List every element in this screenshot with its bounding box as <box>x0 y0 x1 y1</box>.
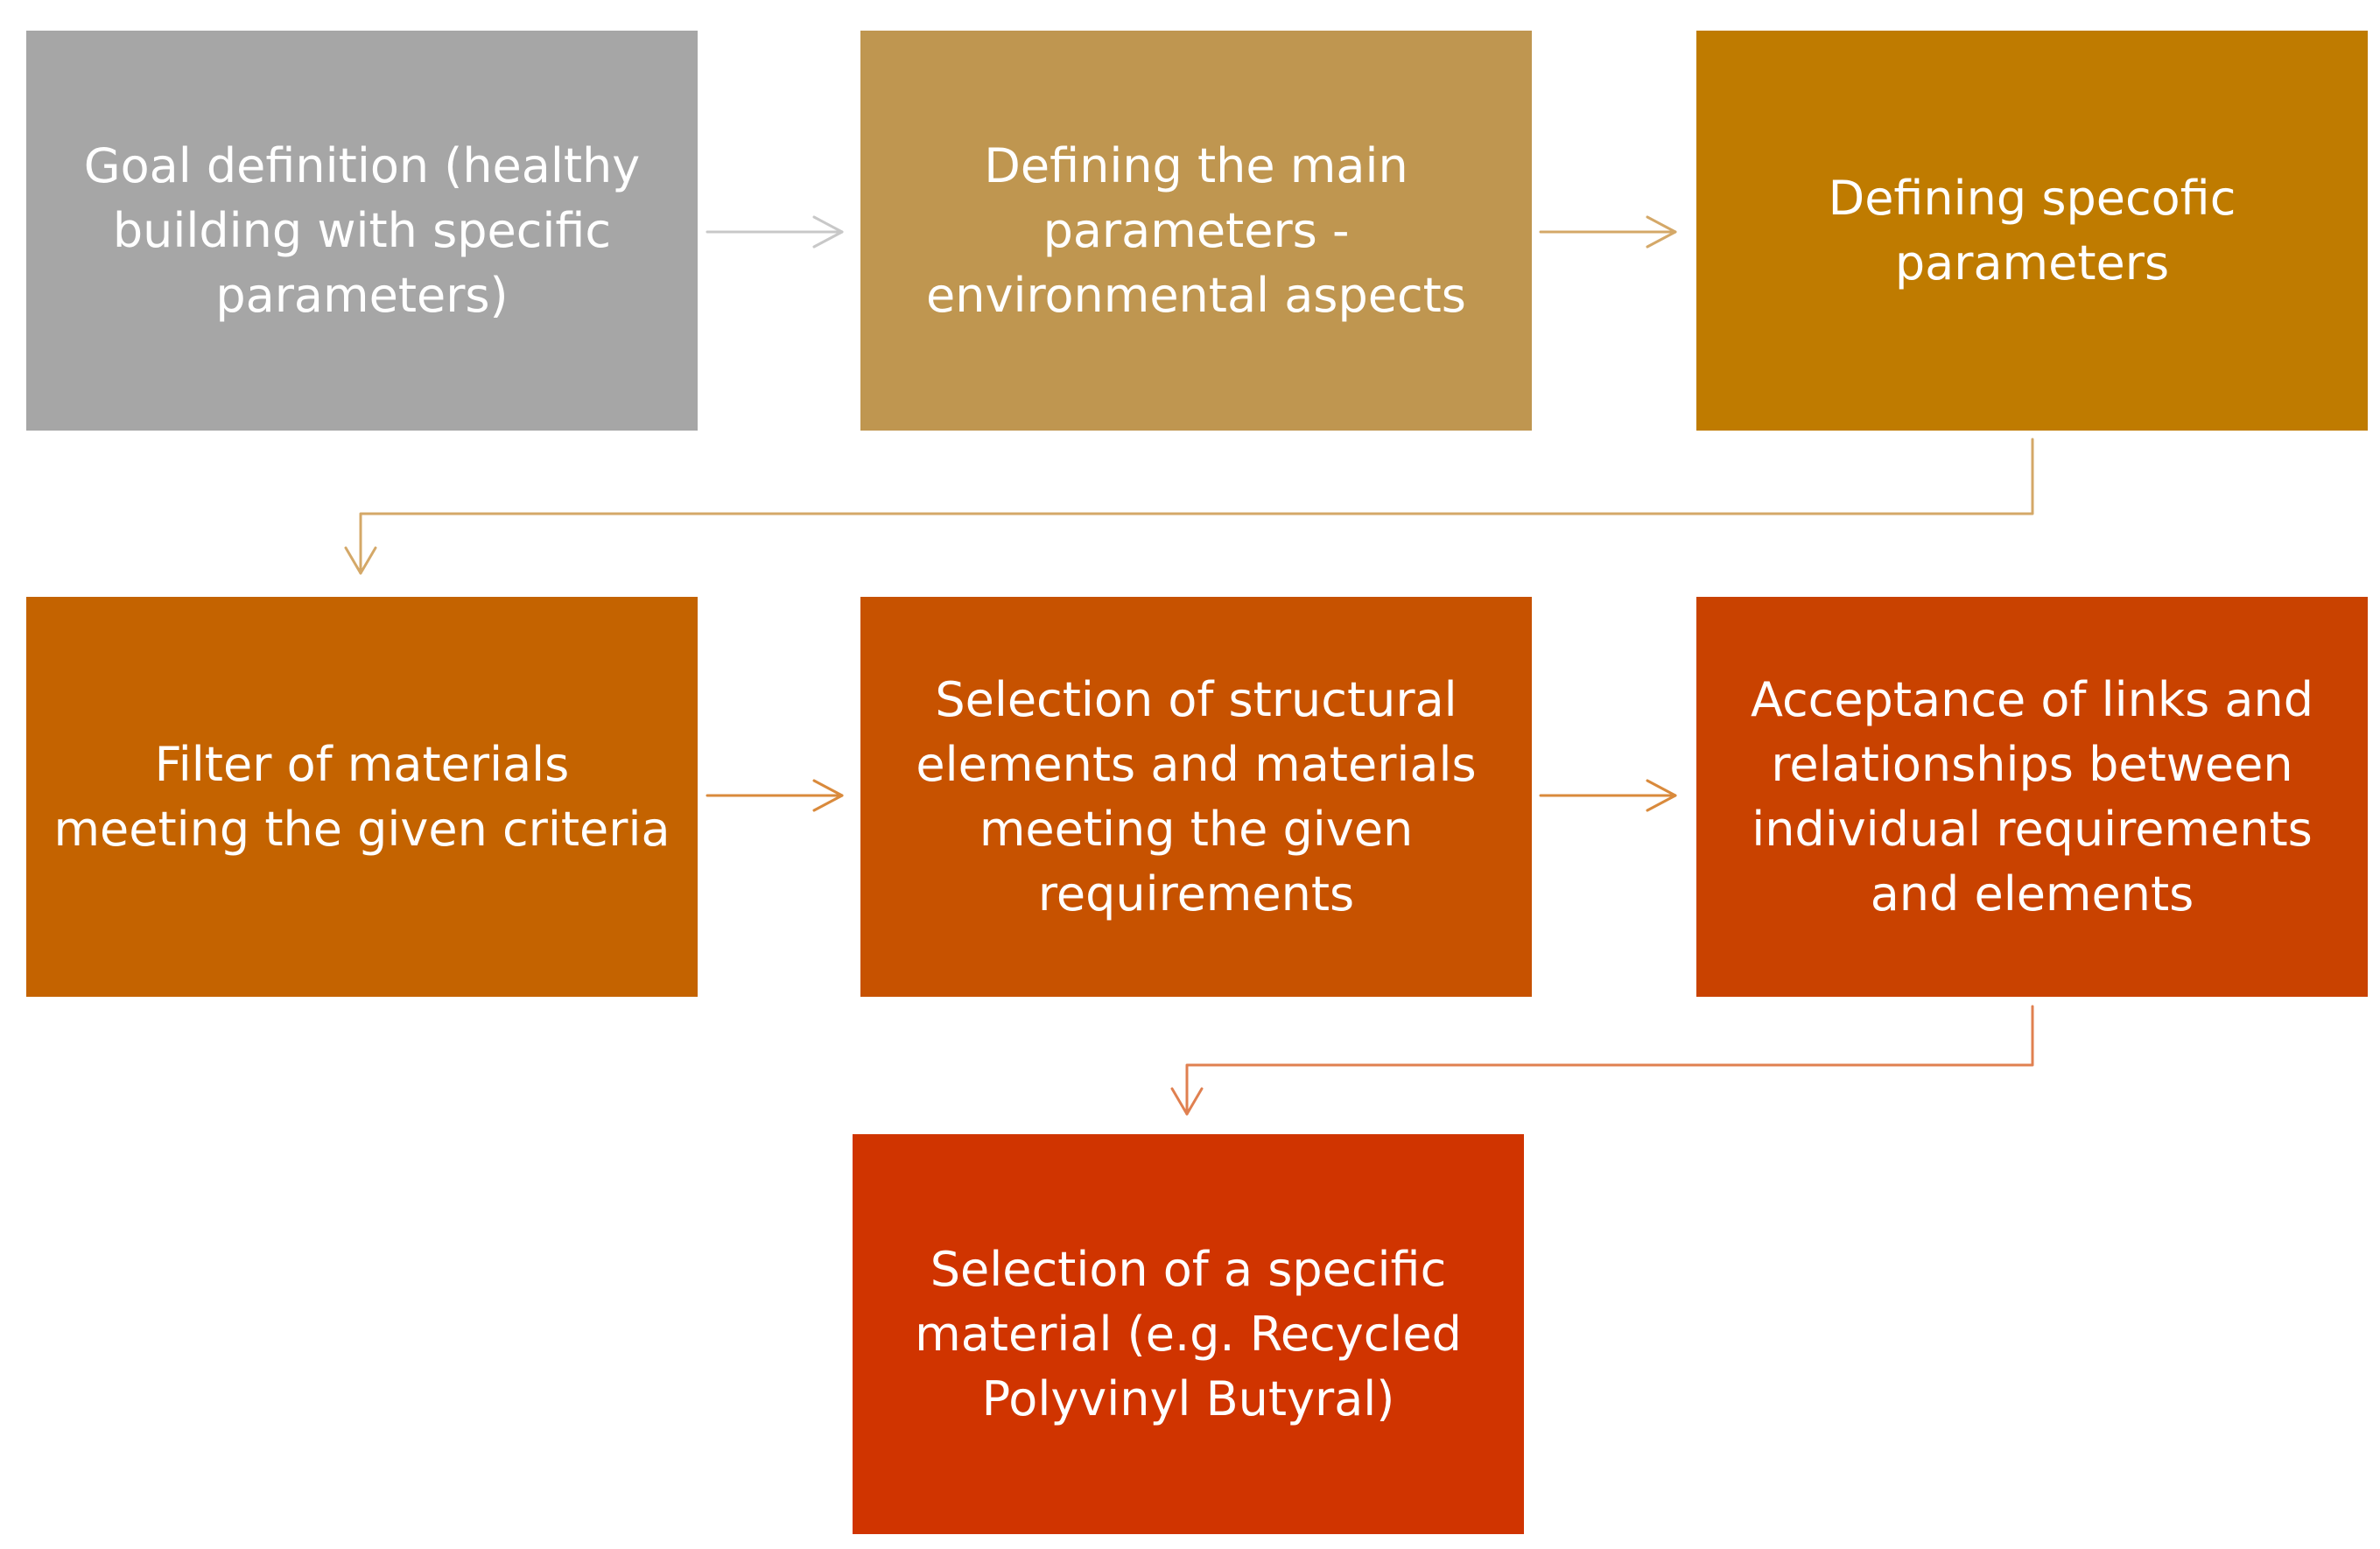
step-selection-specific-material: Selection of a specific material (e.g. R… <box>853 1134 1524 1534</box>
step-filter-of-materials: Filter of materials meeting the given cr… <box>26 597 698 997</box>
step-selection-structural-elements: Selection of structural elements and mat… <box>860 597 1532 997</box>
step-goal-definition: Goal definition (healthy building with s… <box>26 31 698 431</box>
step-acceptance-of-links: Acceptance of links and relationships be… <box>1696 597 2368 997</box>
arrow-goal-to-main-params <box>706 215 844 249</box>
step-defining-specific-parameters-label: Defining specofic parameters <box>1828 170 2236 291</box>
arrow-filter-to-selection-structural <box>706 779 844 812</box>
arrow-selection-structural-to-acceptance <box>1539 779 1677 812</box>
arrow-acceptance-to-specific-material <box>1170 1005 2034 1116</box>
step-selection-specific-material-label: Selection of a specific material (e.g. R… <box>915 1241 1462 1426</box>
arrow-main-params-to-specific-params <box>1539 215 1677 249</box>
step-defining-main-parameters: Defining the main parameters - environme… <box>860 31 1532 431</box>
arrow-specific-params-to-filter <box>344 438 2034 575</box>
step-defining-main-parameters-label: Defining the main parameters - environme… <box>926 137 1466 323</box>
step-acceptance-of-links-label: Acceptance of links and relationships be… <box>1750 671 2314 922</box>
step-goal-definition-label: Goal definition (healthy building with s… <box>83 137 641 323</box>
step-defining-specific-parameters: Defining specofic parameters <box>1696 31 2368 431</box>
step-filter-of-materials-label: Filter of materials meeting the given cr… <box>53 736 670 857</box>
step-selection-structural-elements-label: Selection of structural elements and mat… <box>916 671 1477 922</box>
